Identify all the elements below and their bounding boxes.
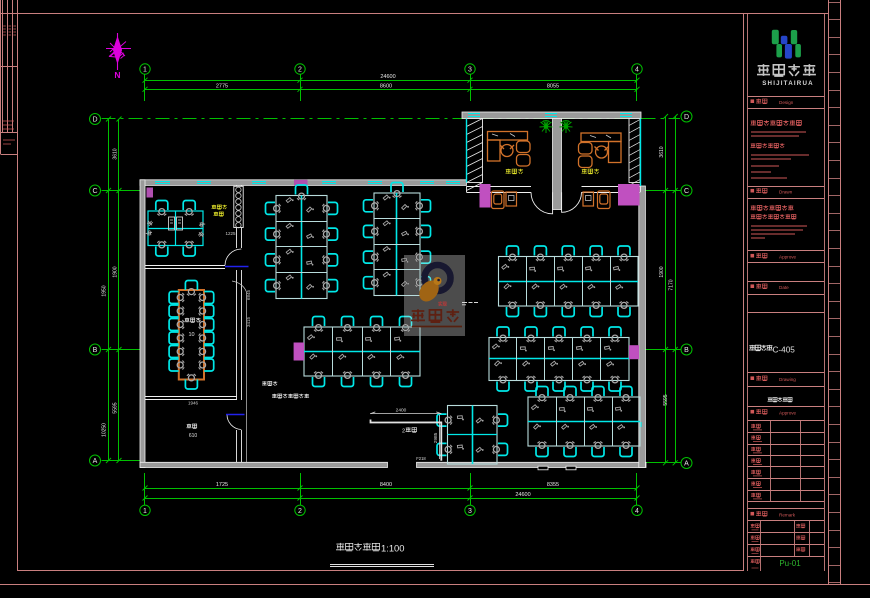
svg-text:5595: 5595: [663, 394, 669, 405]
svg-text:D: D: [92, 117, 97, 124]
svg-text:5595: 5595: [113, 402, 119, 413]
svg-text:2985: 2985: [433, 432, 439, 443]
svg-text:3: 3: [468, 508, 472, 515]
svg-text:B: B: [93, 347, 98, 354]
svg-text:4: 4: [635, 67, 639, 74]
svg-text:Approve: Approve: [779, 255, 797, 260]
svg-text:1:100: 1:100: [381, 542, 404, 553]
svg-text:1225: 1225: [225, 231, 236, 236]
svg-text:2775: 2775: [216, 84, 228, 90]
svg-text:C: C: [684, 188, 689, 195]
svg-text:C-405: C-405: [773, 345, 796, 354]
svg-text:3415: 3415: [246, 316, 251, 327]
svg-text:Drawn: Drawn: [779, 190, 793, 195]
svg-text:Approve: Approve: [779, 411, 797, 416]
svg-text:Drawing: Drawing: [779, 377, 796, 382]
svg-text:Pu-01: Pu-01: [779, 559, 801, 568]
svg-text:4: 4: [635, 508, 639, 515]
svg-text:A: A: [93, 458, 98, 465]
svg-text:D: D: [684, 114, 689, 121]
svg-text:2: 2: [402, 429, 405, 435]
svg-text:2: 2: [298, 508, 302, 515]
svg-text:Remark: Remark: [779, 513, 796, 518]
svg-text:实现: 实现: [438, 301, 447, 308]
svg-text:1946: 1946: [188, 401, 199, 406]
svg-text:SHIJITAIRUA: SHIJITAIRUA: [762, 80, 814, 87]
svg-text:3: 3: [468, 67, 472, 74]
svg-text:1725: 1725: [216, 482, 228, 488]
svg-text:1900: 1900: [113, 266, 119, 277]
svg-text:F218: F218: [416, 456, 426, 461]
svg-text:8600: 8600: [380, 84, 392, 90]
svg-text:6845: 6845: [246, 289, 251, 300]
svg-text:8055: 8055: [547, 84, 559, 90]
svg-text:1: 1: [143, 508, 147, 515]
svg-text:610: 610: [189, 433, 198, 439]
svg-text:10250: 10250: [102, 423, 108, 437]
svg-text:24600: 24600: [380, 74, 395, 80]
svg-text:Date: Date: [779, 285, 789, 290]
svg-text:7170: 7170: [669, 279, 675, 290]
svg-text:B: B: [684, 347, 689, 354]
svg-text:3610: 3610: [659, 146, 665, 157]
svg-text:8355: 8355: [547, 482, 559, 488]
svg-text:A: A: [684, 461, 689, 468]
svg-text:8400: 8400: [380, 482, 392, 488]
svg-text:N: N: [114, 70, 120, 80]
svg-text:2400: 2400: [396, 408, 407, 414]
svg-text:Design: Design: [779, 100, 794, 105]
svg-text:1900: 1900: [659, 266, 665, 277]
svg-text:C: C: [92, 188, 97, 195]
svg-text:1950: 1950: [102, 285, 108, 296]
svg-text:2: 2: [298, 67, 302, 74]
svg-text:1: 1: [143, 67, 147, 74]
svg-text:24600: 24600: [515, 492, 530, 498]
svg-text:3610: 3610: [113, 148, 119, 159]
svg-text:10: 10: [188, 332, 194, 338]
